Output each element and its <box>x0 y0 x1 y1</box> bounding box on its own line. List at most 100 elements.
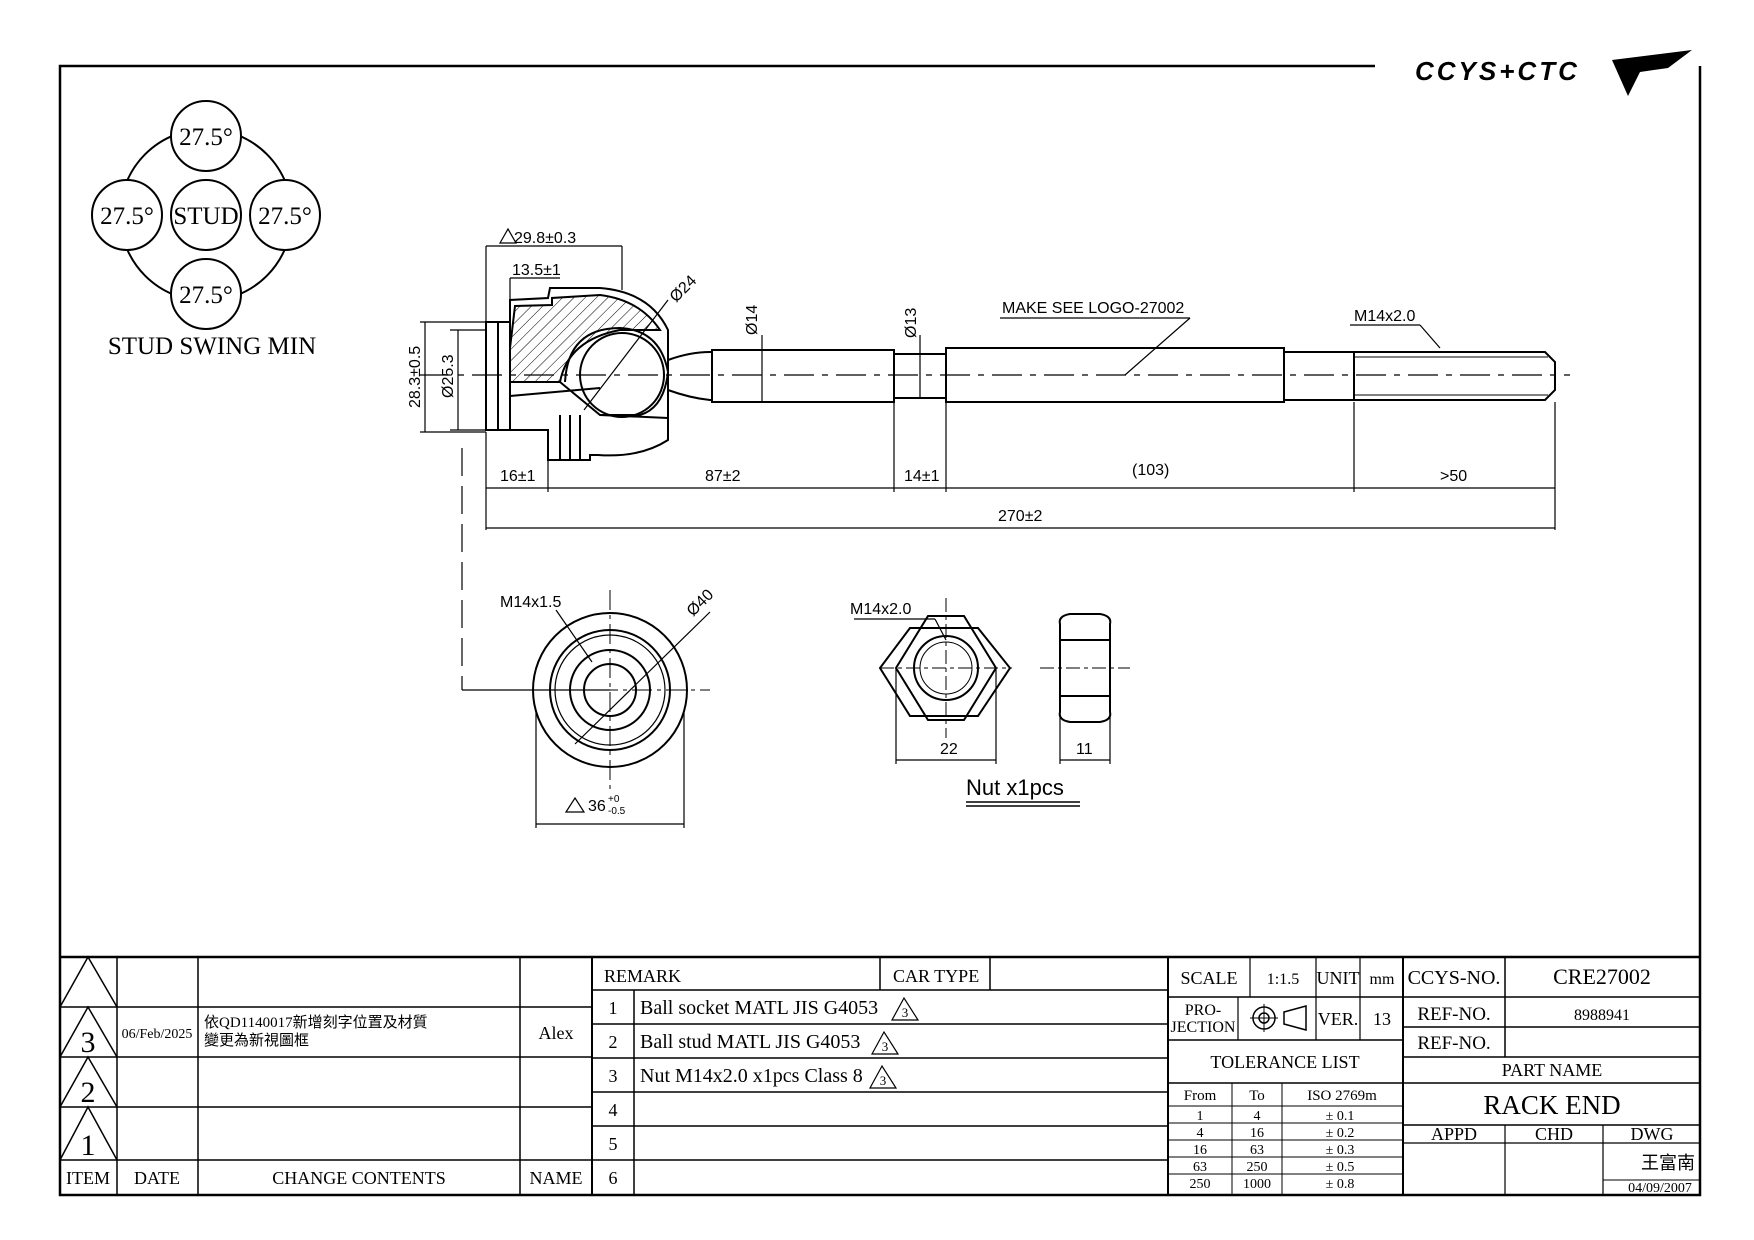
remark-rev-3: 3 <box>880 1073 887 1088</box>
swing-bottom-label: 27.5° <box>179 282 233 309</box>
unit-label: UNIT <box>1317 968 1360 988</box>
dim-socket-inner: 13.5±1 <box>512 262 561 279</box>
nut-caption: Nut x1pcs <box>966 775 1064 800</box>
tol-from-5: 250 <box>1190 1177 1211 1192</box>
dim-seg3: 14±1 <box>904 468 940 485</box>
nut-thread-label: M14x2.0 <box>850 601 911 618</box>
stud-swing-diagram <box>91 100 321 330</box>
ref-label-2: REF-NO. <box>1417 1033 1490 1054</box>
end-outer-dia: Ø40 <box>684 586 717 619</box>
end-across-flats: 36 <box>588 798 606 815</box>
remark-text-3: Nut M14x2.0 x1pcs Class 8 <box>640 1065 863 1087</box>
rev-header-name: NAME <box>530 1168 583 1188</box>
rev-change-3-line2: 變更為新視圖框 <box>204 1032 309 1049</box>
car-type-header: CAR TYPE <box>893 966 979 986</box>
tol-from-3: 16 <box>1193 1143 1207 1158</box>
dim-neck-dia: Ø13 <box>903 308 920 338</box>
tol-val-2: ± 0.2 <box>1326 1126 1355 1141</box>
tol-val-5: ± 0.8 <box>1326 1177 1355 1192</box>
tol-from-1: 1 <box>1197 1109 1204 1124</box>
drawing-date: 04/09/2007 <box>1628 1181 1692 1196</box>
ccys-label: CCYS-NO. <box>1408 967 1501 989</box>
nut-front-view <box>854 598 1012 764</box>
dim-socket-height: 28.3±0.5 <box>407 346 424 408</box>
title-block-grid <box>59 955 1700 1195</box>
part-name-label: PART NAME <box>1502 1060 1602 1080</box>
remark-rev-1: 3 <box>902 1005 909 1020</box>
logo-text: CCYS+CTC <box>1415 56 1580 86</box>
ver-value: 13 <box>1373 1009 1391 1029</box>
end-thread-label: M14x1.5 <box>500 594 561 611</box>
ref-number-1: 8988941 <box>1574 1007 1630 1024</box>
nut-width: 22 <box>940 741 958 758</box>
tol-to-2: 16 <box>1250 1126 1264 1141</box>
dim-overall: 270±2 <box>998 508 1042 525</box>
chd-label: CHD <box>1535 1124 1573 1144</box>
projection-icon <box>1250 1004 1307 1032</box>
ver-label: VER. <box>1318 1009 1359 1029</box>
remark-no-3: 3 <box>609 1066 618 1086</box>
projection-label-2: JECTION <box>1171 1019 1236 1036</box>
swing-center-label: STUD <box>173 203 238 230</box>
scale-label: SCALE <box>1180 968 1237 988</box>
company-logo: CCYS+CTC <box>1415 50 1692 96</box>
remark-text-2: Ball stud MATL JIS G4053 <box>640 1031 860 1053</box>
part-name: RACK END <box>1483 1090 1620 1120</box>
rack-end-side-view <box>485 287 1556 461</box>
rev-change-3-line1: 依QD1140017新增刻字位置及材質 <box>204 1013 428 1031</box>
dim-ball-dia: Ø24 <box>667 272 700 305</box>
ccys-number: CRE27002 <box>1553 964 1651 989</box>
remark-no-6: 6 <box>609 1168 618 1188</box>
remark-header: REMARK <box>604 966 681 986</box>
tol-to-1: 4 <box>1254 1109 1261 1124</box>
tol-val-3: ± 0.3 <box>1326 1143 1355 1158</box>
tol-to-3: 63 <box>1250 1143 1264 1158</box>
sheet-border <box>58 64 1702 1197</box>
rev-name-3: Alex <box>539 1023 574 1043</box>
rev-triangle-icon <box>564 796 586 813</box>
dim-seg2: 87±2 <box>705 468 741 485</box>
dim-socket-dia: Ø25.3 <box>440 354 457 398</box>
tolerance-title: TOLERANCE LIST <box>1210 1052 1359 1072</box>
remark-no-2: 2 <box>609 1032 618 1052</box>
rev-triangle-icon <box>870 1030 900 1055</box>
tol-val-4: ± 0.5 <box>1326 1160 1355 1175</box>
rev-triangle-icon <box>498 227 518 244</box>
remark-no-5: 5 <box>609 1134 618 1154</box>
rev-item-1: 1 <box>81 1129 96 1162</box>
appd-label: APPD <box>1431 1124 1477 1144</box>
dim-logo-note: MAKE SEE LOGO-27002 <box>1002 300 1184 317</box>
dim-seg5: >50 <box>1440 468 1467 485</box>
rev-triangle-icon <box>890 996 920 1021</box>
dim-shaft-dia: Ø14 <box>744 305 761 335</box>
tol-from-4: 63 <box>1193 1160 1207 1175</box>
remark-text-1: Ball socket MATL JIS G4053 <box>640 997 878 1019</box>
unit-value: mm <box>1370 971 1395 988</box>
tol-header-from: From <box>1184 1088 1217 1104</box>
tol-from-2: 4 <box>1197 1126 1204 1141</box>
swing-caption: STUD SWING MIN <box>108 333 316 360</box>
dim-thread: M14x2.0 <box>1354 308 1415 325</box>
dimension-lines <box>420 245 1556 691</box>
rev-triangle-icon <box>868 1064 898 1089</box>
tol-to-4: 250 <box>1247 1160 1268 1175</box>
end-tol-upper: +0 <box>608 794 620 805</box>
rev-item-2: 2 <box>81 1076 96 1109</box>
remark-rev-2: 3 <box>882 1039 889 1054</box>
remark-no-1: 1 <box>609 998 618 1018</box>
tol-header-to: To <box>1249 1088 1265 1104</box>
swing-right-label: 27.5° <box>258 203 312 230</box>
end-tol-lower: -0.5 <box>608 806 626 817</box>
remark-no-4: 4 <box>609 1100 618 1120</box>
dim-socket-width: 29.8±0.3 <box>514 230 576 247</box>
logo-mark-icon <box>1612 50 1692 96</box>
rev-header-item: ITEM <box>66 1168 110 1188</box>
tol-header-iso: ISO 2769m <box>1307 1088 1377 1104</box>
tol-to-5: 1000 <box>1243 1177 1271 1192</box>
swing-top-label: 27.5° <box>179 124 233 151</box>
rev-item-3: 3 <box>81 1026 96 1059</box>
dwg-label: DWG <box>1631 1124 1674 1144</box>
nut-side-view <box>1040 613 1130 764</box>
rev-header-date: DATE <box>134 1168 180 1188</box>
